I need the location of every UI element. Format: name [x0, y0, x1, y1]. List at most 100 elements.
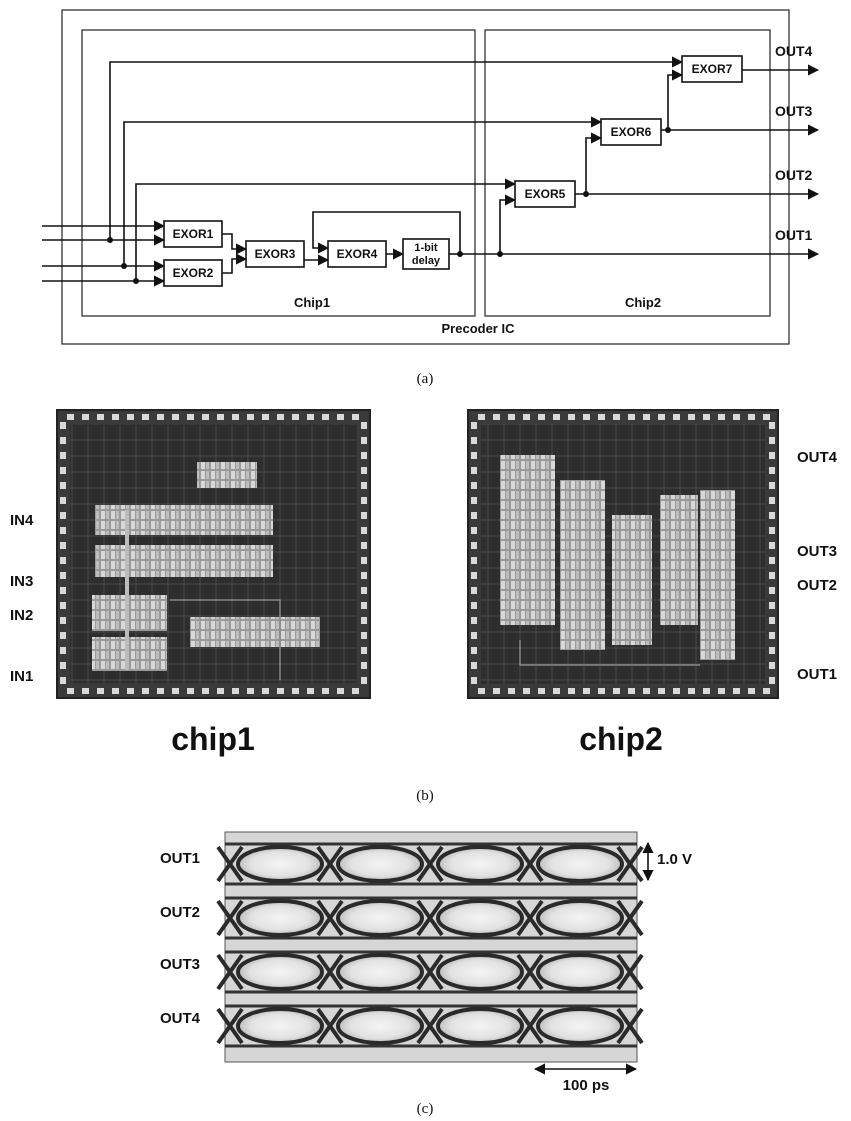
bond-pad: [361, 527, 367, 534]
bond-pad: [769, 662, 775, 669]
bond-pad: [97, 688, 104, 694]
chip2-title: chip2: [579, 721, 663, 757]
bond-pad: [60, 557, 66, 564]
panel-c-eye-diagrams: OUT1 OUT2 OUT3 OUT4 1.0 V 100 ps (c): [160, 832, 692, 1117]
bond-pad: [643, 688, 650, 694]
bond-pad: [361, 542, 367, 549]
bond-pad: [471, 542, 477, 549]
bond-pad: [628, 688, 635, 694]
bond-pad: [361, 512, 367, 519]
bond-pad: [187, 414, 194, 420]
bond-pad: [508, 688, 515, 694]
bond-pad: [733, 414, 740, 420]
bond-pad: [478, 688, 485, 694]
bond-pad: [538, 414, 545, 420]
eye-opening: [338, 901, 422, 935]
eye-opening: [438, 847, 522, 881]
precoder-ic-label: Precoder IC: [442, 321, 516, 336]
bond-pad: [493, 688, 500, 694]
bond-pad: [703, 414, 710, 420]
bond-pad: [471, 617, 477, 624]
bond-pad: [769, 602, 775, 609]
bond-pad: [217, 414, 224, 420]
bond-pad: [471, 557, 477, 564]
chip2-die-photo: [468, 410, 778, 698]
bond-pad: [361, 437, 367, 444]
bond-pad: [361, 662, 367, 669]
bond-pad: [769, 587, 775, 594]
bond-pad: [60, 542, 66, 549]
exor1-label: EXOR1: [173, 227, 214, 241]
bond-pad: [127, 414, 134, 420]
bond-pad: [67, 688, 74, 694]
bond-pad: [598, 414, 605, 420]
bond-pad: [471, 512, 477, 519]
delay-label-line2: delay: [412, 255, 441, 267]
out4-label-b: OUT4: [797, 449, 838, 466]
chip1-die-photo: [57, 410, 370, 698]
bond-pad: [471, 587, 477, 594]
bond-pad: [471, 602, 477, 609]
bond-pad: [471, 437, 477, 444]
bond-pad: [553, 414, 560, 420]
bond-pad: [613, 414, 620, 420]
bond-pad: [471, 482, 477, 489]
bond-pad: [112, 688, 119, 694]
eye-opening: [538, 955, 622, 989]
in3-label: IN3: [10, 573, 33, 590]
bond-pad: [60, 452, 66, 459]
bond-pad: [688, 688, 695, 694]
eye-opening: [238, 1009, 322, 1043]
bond-pad: [60, 527, 66, 534]
bond-pad: [553, 688, 560, 694]
out3-label-b: OUT3: [797, 543, 837, 560]
bond-pad: [471, 677, 477, 684]
bond-pad: [583, 414, 590, 420]
bond-pad: [361, 467, 367, 474]
bond-pad: [471, 467, 477, 474]
bond-pad: [673, 688, 680, 694]
bond-pad: [60, 512, 66, 519]
bond-pad: [703, 688, 710, 694]
bond-pad: [352, 414, 359, 420]
caption-b: (b): [416, 788, 434, 804]
bond-pad: [307, 414, 314, 420]
bond-pad: [769, 572, 775, 579]
bond-pad: [361, 497, 367, 504]
bond-pad: [471, 632, 477, 639]
bond-pad: [232, 414, 239, 420]
bond-pad: [361, 452, 367, 459]
chip1-outline: [82, 30, 475, 316]
bond-pad: [769, 437, 775, 444]
out2-label-b: OUT2: [797, 577, 837, 594]
bond-pad: [247, 414, 254, 420]
delay-label-line1: 1-bit: [414, 242, 438, 254]
bond-pad: [568, 414, 575, 420]
bond-pad: [471, 662, 477, 669]
bond-pad: [471, 452, 477, 459]
eye-opening: [238, 901, 322, 935]
eye-row-label-out4: OUT4: [160, 1010, 201, 1027]
bond-pad: [471, 572, 477, 579]
chip1-title: chip1: [171, 721, 255, 757]
bond-pad: [112, 414, 119, 420]
bond-pad: [60, 572, 66, 579]
bond-pad: [673, 414, 680, 420]
bond-pad: [361, 572, 367, 579]
bond-pad: [769, 617, 775, 624]
eye-row-label-out3: OUT3: [160, 956, 200, 973]
caption-a: (a): [417, 371, 434, 387]
bond-pad: [748, 414, 755, 420]
bond-pad: [478, 414, 485, 420]
bond-pad: [60, 662, 66, 669]
bond-pad: [172, 688, 179, 694]
bond-pad: [60, 437, 66, 444]
bond-pad: [60, 647, 66, 654]
bond-pad: [769, 527, 775, 534]
bond-pad: [262, 688, 269, 694]
out4-label-a: OUT4: [775, 43, 813, 59]
bond-pad: [361, 617, 367, 624]
bond-pad: [172, 414, 179, 420]
bond-pad: [187, 688, 194, 694]
eye-opening: [338, 955, 422, 989]
